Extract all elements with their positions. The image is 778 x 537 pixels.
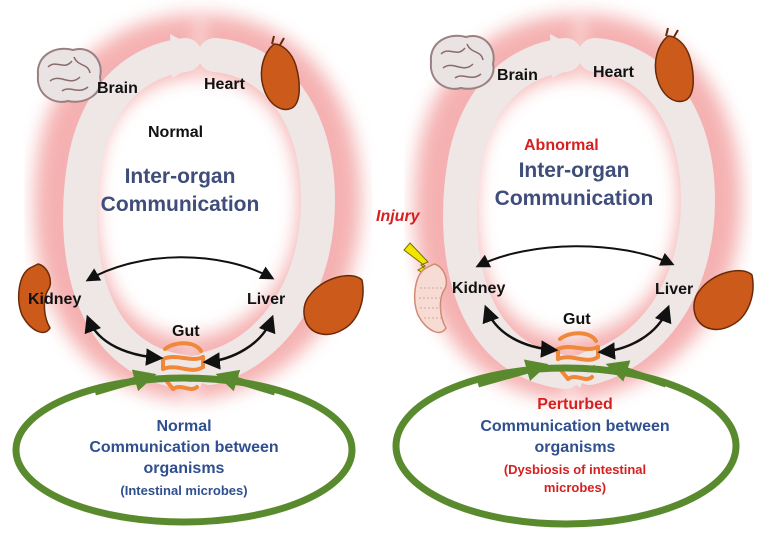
brain-label: Brain — [97, 80, 138, 97]
left-bottom-status: Normal — [156, 418, 211, 435]
injury-label: Injury — [376, 208, 421, 225]
right-title-line1: Inter-organ — [519, 159, 630, 182]
right-bottom-line2: organisms — [535, 439, 616, 456]
left-microbe-ring — [12, 374, 356, 526]
brain-icon — [36, 47, 102, 103]
right-bottom-status: Perturbed — [537, 396, 613, 413]
right-panel: Brain Heart Abnormal Inter-organ Communi… — [376, 14, 754, 528]
kidney-label: Kidney — [452, 280, 505, 297]
right-ring-arrow-left — [477, 359, 549, 388]
liver-label: Liver — [655, 281, 693, 298]
kidney-gut-arrow — [84, 314, 164, 366]
gut-label: Gut — [172, 323, 200, 340]
left-title-line1: Inter-organ — [125, 165, 236, 188]
brain-icon — [429, 34, 495, 90]
right-bottom-note-line2: microbes) — [544, 480, 606, 495]
left-title-line2: Communication — [101, 193, 260, 216]
liver-gut-arrow — [202, 314, 276, 370]
left-ring-arrow-left — [94, 369, 157, 396]
right-title-line2: Communication — [495, 187, 654, 210]
liver-gut-arrow — [597, 304, 672, 360]
left-bottom-note: (Intestinal microbes) — [120, 483, 247, 498]
kidney-gut-arrow — [482, 304, 559, 358]
brain-label: Brain — [497, 67, 538, 84]
right-band-arrowhead-top — [550, 34, 592, 78]
right-ring-arrow-right — [605, 360, 668, 388]
right-status-label: Abnormal — [524, 137, 599, 154]
left-band-arrowhead-top — [170, 34, 212, 78]
heart-label: Heart — [204, 76, 246, 93]
liver-icon — [693, 269, 754, 331]
right-bottom-line1: Communication between — [480, 418, 669, 435]
right-microbe-ring — [392, 364, 740, 528]
kidney-liver-arrow — [85, 256, 275, 282]
heart-label: Heart — [593, 64, 635, 81]
kidney-icon — [17, 263, 52, 334]
kidney-label: Kidney — [28, 291, 81, 308]
heart-icon — [260, 35, 300, 111]
left-bottom-line2: organisms — [144, 460, 225, 477]
kidney-icon — [413, 263, 448, 334]
right-bottom-note-line1: (Dysbiosis of intestinal — [504, 462, 646, 477]
left-ring-arrow-right — [215, 369, 277, 396]
heart-icon — [654, 27, 694, 103]
gut-label: Gut — [563, 311, 591, 328]
left-status-label: Normal — [148, 124, 203, 141]
liver-label: Liver — [247, 291, 285, 308]
liver-icon — [303, 274, 364, 336]
left-bottom-line1: Communication between — [89, 439, 278, 456]
left-panel: Brain Heart Normal Inter-organ Communica… — [12, 14, 364, 526]
kidney-liver-arrow — [475, 245, 675, 268]
